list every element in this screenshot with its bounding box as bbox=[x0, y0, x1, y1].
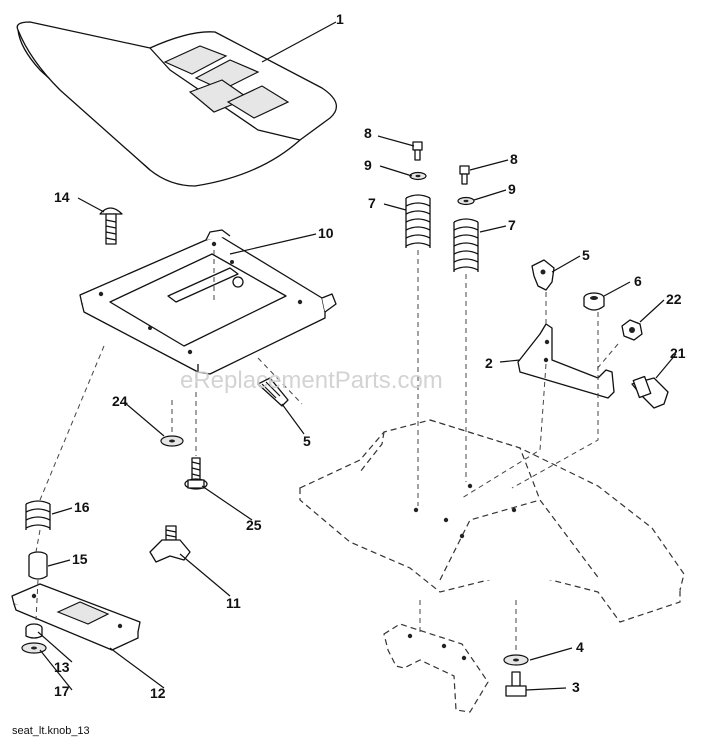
bracket-part[interactable] bbox=[517, 323, 615, 399]
callout-11: 11 bbox=[226, 595, 241, 611]
latch-part-right[interactable] bbox=[531, 259, 555, 291]
callout-15: 15 bbox=[72, 551, 88, 567]
bushing-part[interactable] bbox=[583, 292, 605, 311]
callout-22: 22 bbox=[666, 291, 682, 307]
callout-12: 12 bbox=[150, 685, 166, 701]
hex-bolt-part-3[interactable] bbox=[505, 671, 527, 697]
callout-2: 2 bbox=[485, 355, 493, 371]
callout-9-left: 9 bbox=[364, 157, 372, 173]
callout-leaders bbox=[37, 21, 677, 691]
nut-part[interactable] bbox=[621, 319, 643, 341]
bolt-washer-spring-right[interactable] bbox=[453, 165, 479, 272]
spring-part-16[interactable] bbox=[25, 500, 51, 530]
callout-14: 14 bbox=[54, 189, 70, 205]
washer-part-4[interactable] bbox=[503, 654, 529, 666]
nut-washer-13-17[interactable] bbox=[21, 623, 47, 654]
callout-21: 21 bbox=[670, 345, 686, 361]
callout-24: 24 bbox=[112, 393, 128, 409]
callout-4: 4 bbox=[576, 639, 584, 655]
mount-bracket-outline bbox=[383, 623, 489, 713]
callout-7-right: 7 bbox=[508, 217, 516, 233]
spacer-part[interactable] bbox=[28, 551, 48, 580]
seat-pan-part[interactable] bbox=[79, 229, 337, 375]
callout-5-left: 5 bbox=[303, 433, 311, 449]
bolt-washer-spring-left[interactable] bbox=[405, 141, 431, 248]
callout-25: 25 bbox=[246, 517, 262, 533]
carriage-bolt-part[interactable] bbox=[99, 207, 123, 245]
seat-part[interactable] bbox=[16, 21, 338, 187]
callout-6: 6 bbox=[634, 273, 642, 289]
callout-8-right: 8 bbox=[510, 151, 518, 167]
slide-plate-part[interactable] bbox=[11, 583, 141, 651]
knob-part[interactable] bbox=[149, 525, 191, 563]
callout-1: 1 bbox=[336, 11, 344, 27]
diagram-code: seat_lt.knob_13 bbox=[12, 725, 90, 737]
fender-outline bbox=[298, 419, 685, 623]
bolt-part-25[interactable] bbox=[184, 457, 208, 490]
callout-17: 17 bbox=[54, 683, 70, 699]
shoulder-bolt-part[interactable] bbox=[631, 375, 669, 409]
callout-5-right: 5 bbox=[582, 247, 590, 263]
washer-part-24[interactable] bbox=[160, 435, 184, 447]
callout-10: 10 bbox=[318, 225, 334, 241]
callout-13: 13 bbox=[54, 659, 70, 675]
callout-16: 16 bbox=[74, 499, 90, 515]
callout-9-right: 9 bbox=[508, 181, 516, 197]
assembly-lines bbox=[35, 246, 619, 652]
watermark: eReplacementParts.com bbox=[180, 367, 443, 394]
callout-3: 3 bbox=[572, 679, 580, 695]
callout-8-left: 8 bbox=[364, 125, 372, 141]
callout-7-left: 7 bbox=[368, 195, 376, 211]
latch-part-left[interactable] bbox=[257, 377, 289, 407]
